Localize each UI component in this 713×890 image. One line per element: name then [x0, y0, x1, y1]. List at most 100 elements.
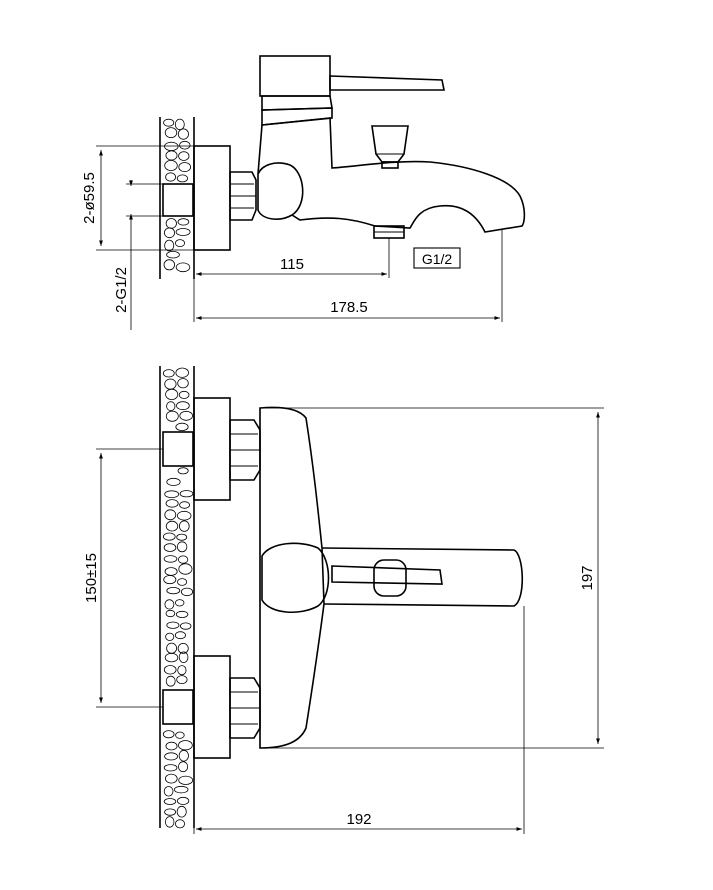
wall-pebble — [175, 422, 189, 431]
wall-pebble — [165, 632, 175, 641]
dim-outer-diameter: 2-ø59.5 — [81, 145, 194, 251]
wall-pebble — [165, 609, 176, 618]
upper-escutcheon — [193, 397, 231, 501]
spout-front — [261, 542, 524, 614]
wall-pebble — [178, 775, 194, 785]
wall-pebble — [165, 773, 178, 784]
wall-pebble — [163, 543, 177, 552]
wall-pebble — [165, 172, 177, 182]
wall-pebble — [178, 390, 190, 399]
wall-pebble — [166, 401, 176, 412]
wall-pebble — [177, 378, 189, 389]
wall-pebble — [164, 239, 175, 252]
wall-pebble — [176, 174, 188, 183]
wall-pebble — [179, 140, 191, 150]
wall-pebble — [165, 741, 178, 751]
svg-text:192: 192 — [346, 811, 371, 828]
wall-pebble — [164, 816, 175, 828]
wall-pebble — [163, 786, 174, 797]
wall-section-front — [159, 366, 195, 829]
wall-pebble — [175, 262, 191, 273]
wall-pebble — [178, 651, 189, 663]
wall-pebble — [165, 388, 179, 400]
wall-pebble — [177, 578, 188, 586]
wall-pebble — [164, 490, 180, 499]
svg-text:197: 197 — [579, 565, 596, 590]
wall-pebble — [174, 599, 185, 607]
wall-pebble — [166, 621, 180, 629]
wall-pebble — [177, 643, 189, 654]
dim-spout-offset: 115 — [193, 238, 390, 322]
wall-pebble — [179, 410, 194, 421]
wall-pebble — [163, 665, 177, 675]
wall-pebble — [177, 796, 190, 805]
wall-pebble — [178, 151, 190, 161]
dim-width: 192 — [193, 606, 525, 834]
svg-text:115: 115 — [280, 256, 304, 273]
wall-pebble — [177, 665, 187, 676]
svg-text:150±15: 150±15 — [83, 553, 100, 603]
wall-pebble — [175, 367, 189, 378]
wall-pebble — [175, 610, 189, 618]
wall-pebble — [163, 764, 178, 772]
wall-pebble — [166, 477, 181, 486]
wall-pebble — [165, 150, 178, 161]
wall-pebble — [162, 730, 175, 739]
wall-pebble — [173, 785, 189, 794]
wall-pebble — [178, 740, 193, 751]
svg-text:G1/2: G1/2 — [422, 251, 453, 267]
lever-handle-front — [331, 559, 443, 597]
dim-height: 197 — [262, 407, 604, 749]
wall-pebble — [177, 467, 189, 475]
wall-pebble — [165, 499, 179, 508]
wall-pebble — [163, 575, 177, 585]
dim-total-depth: 178.5 — [196, 230, 503, 322]
wall-pebble — [176, 675, 188, 684]
dim-centers: 150±15 — [83, 448, 163, 708]
lever-handle-side — [259, 55, 445, 111]
wall-pebble — [178, 749, 189, 762]
mixer-body-front — [259, 406, 325, 749]
wall-pebble — [174, 239, 185, 248]
wall-pebble — [176, 510, 192, 521]
wall-section-top — [159, 117, 195, 279]
wall-pebble — [164, 127, 178, 139]
wall-pebble — [164, 159, 178, 171]
inlet-socket — [162, 183, 194, 217]
wall-pebble — [163, 532, 176, 541]
front-view: 150±15 197 192 — [83, 366, 604, 834]
wall-pebble — [164, 599, 175, 610]
wall-pebble — [165, 410, 179, 422]
wall-pebble — [163, 118, 175, 127]
wall-pebble — [174, 118, 185, 131]
wall-pebble — [165, 675, 176, 687]
outlet-thread-label: G1/2 — [413, 247, 461, 269]
wall-pebble — [178, 555, 189, 564]
dim-inlet-thread: 2-G1/2 — [113, 180, 163, 330]
lower-hex-nut — [229, 677, 261, 739]
wall-pebble — [174, 631, 186, 640]
wall-pebble — [166, 250, 180, 259]
wall-pebble — [180, 587, 194, 597]
wall-pebble — [163, 227, 175, 239]
wall-pebble — [178, 563, 193, 575]
wall-pebble — [177, 128, 189, 140]
escutcheon-plate — [193, 145, 231, 251]
lower-escutcheon — [193, 655, 231, 759]
wall-pebble — [176, 541, 188, 553]
hex-nut — [229, 171, 257, 221]
wall-pebble — [178, 162, 192, 173]
wall-pebble — [179, 622, 192, 630]
wall-pebble — [179, 520, 190, 532]
wall-pebble — [166, 586, 181, 595]
wall-pebble — [179, 490, 194, 498]
upper-hex-nut — [229, 419, 261, 481]
wall-pebble — [179, 501, 191, 509]
wall-pebble — [163, 259, 176, 271]
wall-pebble — [163, 555, 178, 563]
svg-text:2-G1/2: 2-G1/2 — [113, 267, 130, 313]
wall-pebble — [163, 798, 177, 805]
wall-pebble — [164, 652, 179, 663]
